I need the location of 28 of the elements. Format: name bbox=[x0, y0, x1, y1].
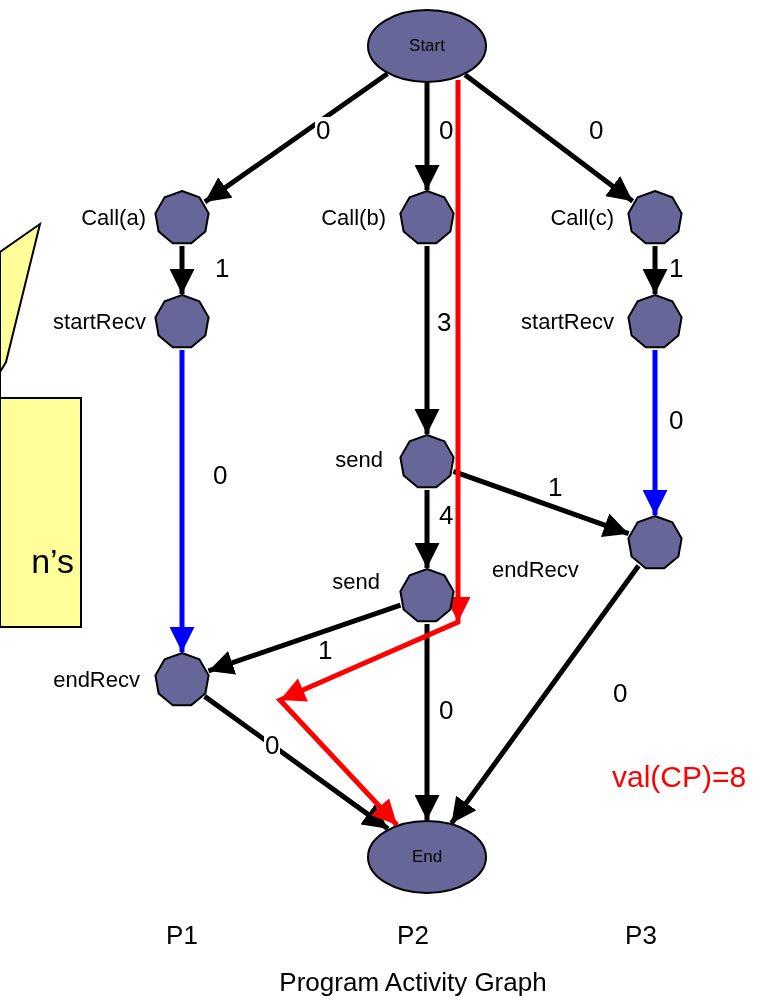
path-value-label: val(CP)=8 bbox=[612, 760, 747, 794]
activity-node bbox=[627, 190, 683, 246]
node-label: End bbox=[410, 846, 444, 868]
callout-text: n’s bbox=[31, 542, 74, 581]
activity-node bbox=[627, 294, 683, 350]
node-label: endRecv bbox=[492, 557, 579, 583]
terminal-ellipse bbox=[367, 9, 487, 83]
node-label: send bbox=[335, 447, 383, 473]
activity-node bbox=[154, 652, 210, 708]
node-label: Call(b) bbox=[321, 205, 386, 231]
activity-node bbox=[399, 568, 455, 624]
terminal-ellipse bbox=[367, 820, 487, 894]
activity-node bbox=[154, 294, 210, 350]
node-label: startRecv bbox=[521, 309, 614, 335]
node-label: endRecv bbox=[53, 667, 140, 693]
caption: Program Activity Graph bbox=[279, 967, 547, 998]
node-label: Call(a) bbox=[81, 205, 146, 231]
node-label: send bbox=[332, 569, 380, 595]
activity-node bbox=[627, 515, 683, 571]
node-label: startRecv bbox=[53, 309, 146, 335]
activity-node bbox=[154, 190, 210, 246]
node-label: Call(c) bbox=[550, 205, 614, 231]
process-label: P3 bbox=[625, 920, 657, 951]
process-label: P1 bbox=[166, 920, 198, 951]
node-label: Start bbox=[408, 35, 446, 57]
activity-node bbox=[399, 190, 455, 246]
activity-node bbox=[399, 434, 455, 490]
process-label: P2 bbox=[397, 920, 429, 951]
